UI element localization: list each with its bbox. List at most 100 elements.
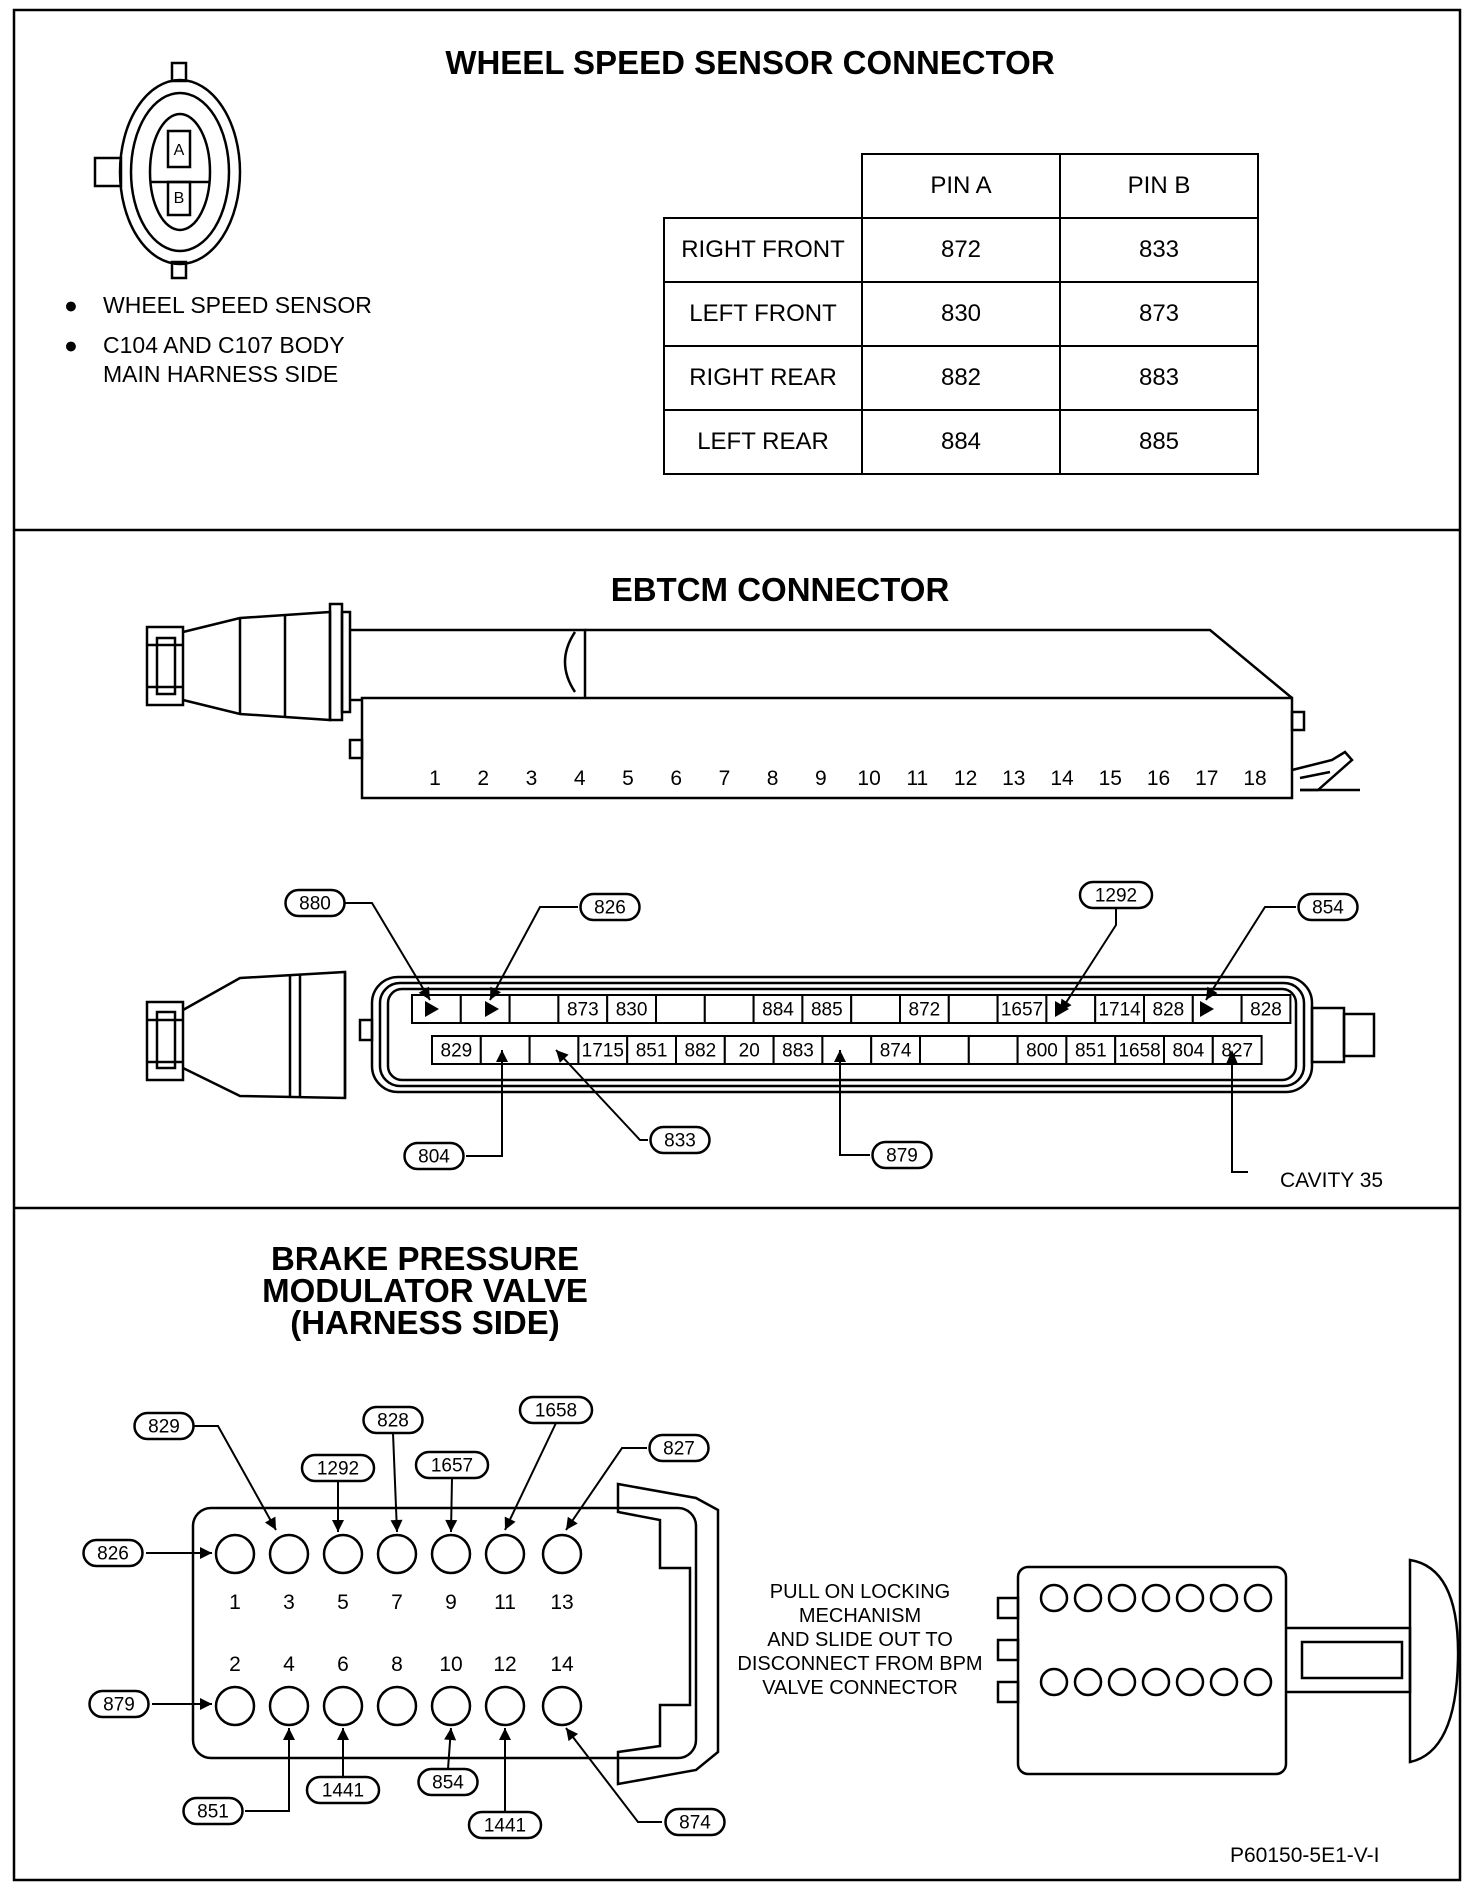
bpmv-pin-circle	[214, 1533, 256, 1575]
table-cell: 833	[1059, 217, 1259, 283]
leader-line	[193, 1425, 277, 1531]
table-cell: 883	[1059, 345, 1259, 411]
ebtcm-cavity-label: 804	[1173, 1041, 1205, 1062]
bpmv-pin-circle	[268, 1533, 310, 1575]
ebtcm-cavity-label: 851	[636, 1041, 668, 1062]
ebtcm-cavity	[431, 1035, 482, 1065]
bpmv-title-line: BRAKE PRESSURE	[270, 1240, 580, 1277]
ebtcm-cavity-label: 829	[441, 1041, 473, 1062]
arrow-head	[1206, 986, 1218, 1000]
ebtcm-position-number: 16	[1146, 767, 1171, 790]
ebtcm-cavity-label: 851	[1075, 1041, 1107, 1062]
arrow-head	[1226, 1050, 1238, 1064]
ebtcm-cavity	[703, 994, 755, 1024]
table-header: PIN A	[861, 153, 1061, 219]
leader-line	[565, 1447, 647, 1531]
leader-line	[245, 1728, 290, 1812]
bpmv-side-hole	[1039, 1583, 1069, 1613]
table-row-label: LEFT REAR	[663, 409, 863, 475]
arrow-head	[499, 1728, 511, 1740]
ebtcm-cavity	[1065, 1035, 1117, 1065]
ebtcm-cavity	[1240, 994, 1292, 1024]
callout-label: 804	[418, 1147, 450, 1168]
bpmv-pin-circle	[322, 1533, 364, 1575]
bpmv-side-hole	[1243, 1583, 1273, 1613]
ebtcm-cavity	[996, 994, 1048, 1024]
callout-bubble	[403, 1141, 465, 1171]
wheel-speed-sensor-connector-icon	[93, 61, 242, 280]
table-row-label: RIGHT REAR	[663, 345, 863, 411]
leader-line	[1059, 908, 1117, 1013]
instruction-line: PULL ON LOCKING	[769, 1581, 951, 1603]
ebtcm-position-number: 6	[670, 767, 683, 790]
callout-label: 826	[97, 1544, 129, 1565]
ebtcm-cavity	[947, 994, 999, 1024]
table-cell: 884	[861, 409, 1061, 475]
arrow-head	[556, 1050, 569, 1063]
table-cell: 882	[861, 345, 1061, 411]
callout-label: 879	[886, 1146, 918, 1167]
leader-line	[504, 1422, 557, 1531]
callout-label: 829	[148, 1417, 180, 1438]
instruction-line: VALVE CONNECTOR	[762, 1677, 958, 1699]
bpmv-pin-circle	[484, 1685, 526, 1727]
callout-bubble	[579, 892, 641, 922]
bpmv-pin-circle	[541, 1533, 583, 1575]
table-header-row: PIN A PIN B	[664, 153, 1259, 219]
ebtcm-cavity-label: 20	[739, 1041, 760, 1062]
callout-label: 879	[103, 1695, 135, 1716]
callout-label: 851	[197, 1802, 229, 1823]
table-row: LEFT REAR 884 885	[663, 409, 1259, 475]
bpmv-pin-number-odd: 7	[391, 1591, 403, 1614]
bpmv-title-line: (HARNESS SIDE)	[290, 1304, 560, 1341]
ebtcm-title: EBTCM CONNECTOR	[610, 571, 950, 608]
arrow-head	[390, 1519, 403, 1532]
bpmv-pin-number-even: 14	[550, 1653, 574, 1676]
pin-label-b: B	[173, 190, 185, 207]
arrow-head	[418, 986, 430, 1000]
bpmv-pin-number-even: 8	[391, 1653, 403, 1676]
bpmv-side-hole	[1175, 1667, 1205, 1697]
ebtcm-cavity	[1211, 1035, 1263, 1065]
ebtcm-position-number: 13	[1002, 767, 1026, 790]
callout-label: 1441	[484, 1816, 526, 1837]
ebtcm-cavity-label: 1658	[1118, 1041, 1160, 1062]
ebtcm-cavity	[821, 1035, 873, 1065]
ebtcm-cavity	[919, 1035, 970, 1065]
bpmv-pin-circle	[430, 1685, 472, 1727]
arrow-head	[200, 1547, 212, 1559]
table-row: RIGHT FRONT 872 833	[663, 217, 1259, 283]
bpmv-side-hole	[1175, 1583, 1205, 1613]
bpmv-side-hole	[1107, 1583, 1137, 1613]
cavity-marker	[485, 1001, 499, 1017]
ebtcm-cavity	[675, 1035, 726, 1065]
callout-label: 1441	[322, 1781, 364, 1802]
callout-label: 854	[432, 1773, 464, 1794]
bpmv-side-hole	[1141, 1583, 1171, 1613]
wheel-speed-pin-table: PIN A PIN B RIGHT FRONT 872 833 LEFT FRO…	[663, 153, 1259, 475]
ebtcm-position-number: 5	[622, 767, 634, 790]
cavity-marker	[1200, 1001, 1214, 1017]
leader-line	[565, 1727, 662, 1823]
bpmv-harness-connector-icon	[191, 1482, 720, 1786]
arrow-head	[283, 1728, 295, 1740]
bpmv-side-hole	[1243, 1667, 1273, 1697]
callout-label: 1292	[1095, 886, 1137, 907]
ebtcm-cavity-label: 827	[1221, 1041, 1253, 1062]
leader-line	[839, 1050, 870, 1156]
leader-line	[555, 1049, 648, 1141]
ebtcm-cavity	[850, 994, 902, 1024]
callout-label: 854	[1312, 898, 1344, 919]
ebtcm-position-number: 3	[525, 767, 538, 790]
bpmv-pin-number-even: 6	[337, 1653, 349, 1676]
ebtcm-position-number: 2	[477, 767, 490, 790]
arrow-head	[337, 1728, 349, 1740]
arrow-head	[834, 1050, 846, 1062]
table-cell: 830	[861, 281, 1061, 347]
bpmv-side-hole	[1039, 1667, 1069, 1697]
bpmv-pin-number-even: 10	[439, 1653, 463, 1676]
ebtcm-position-number: 7	[718, 767, 731, 790]
callout-label: 1657	[431, 1456, 473, 1477]
bpmv-pin-number-odd: 1	[229, 1591, 241, 1614]
